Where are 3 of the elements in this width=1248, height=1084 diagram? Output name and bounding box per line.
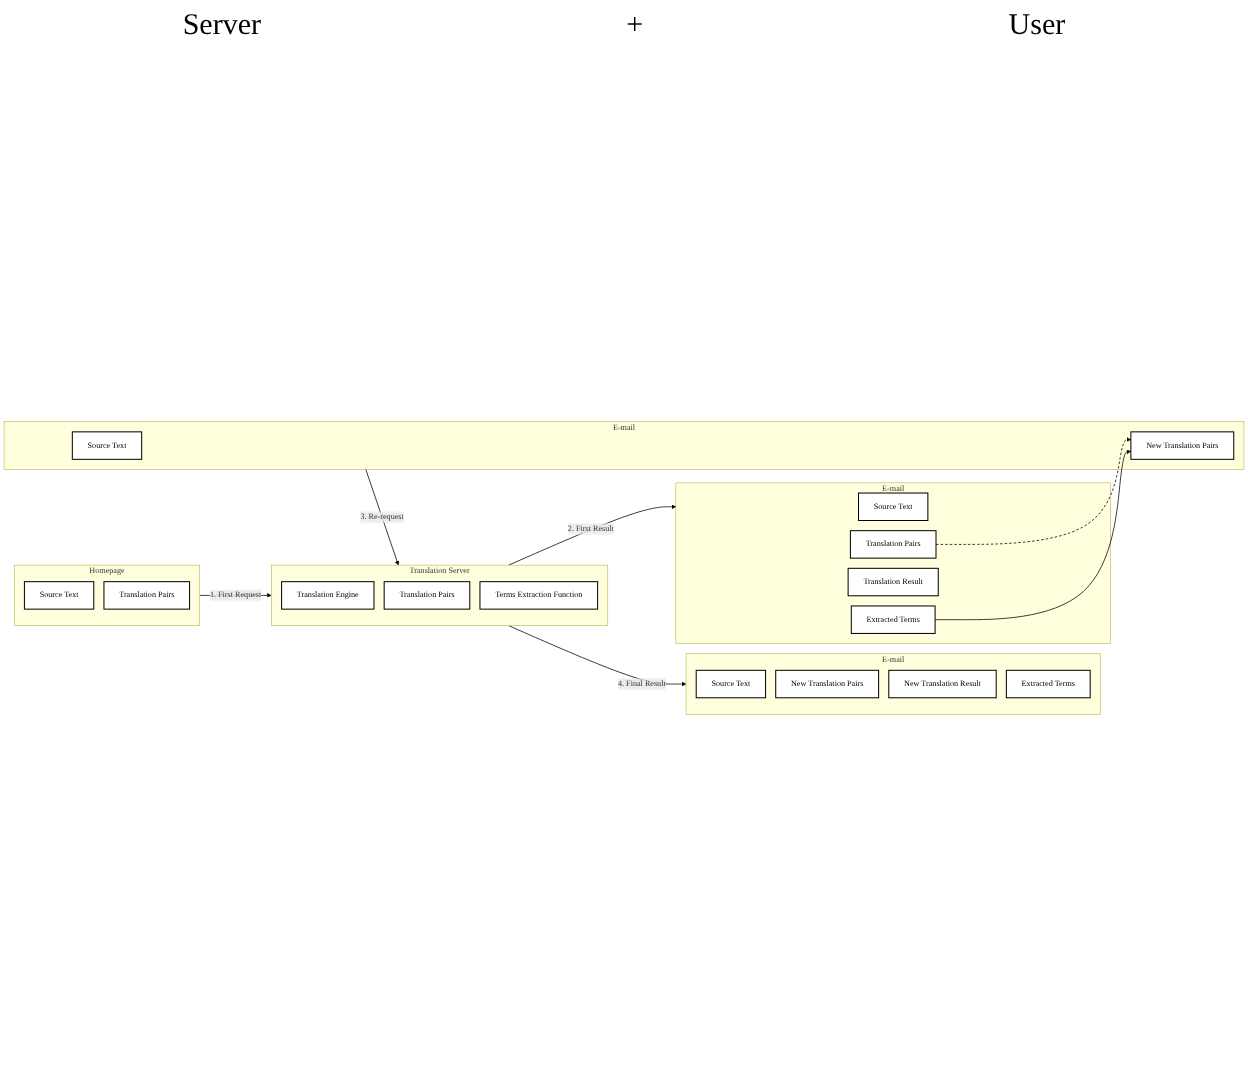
row-label: Server <box>182 9 261 43</box>
row-label: User <box>1008 9 1066 43</box>
row-label: + <box>626 9 644 43</box>
